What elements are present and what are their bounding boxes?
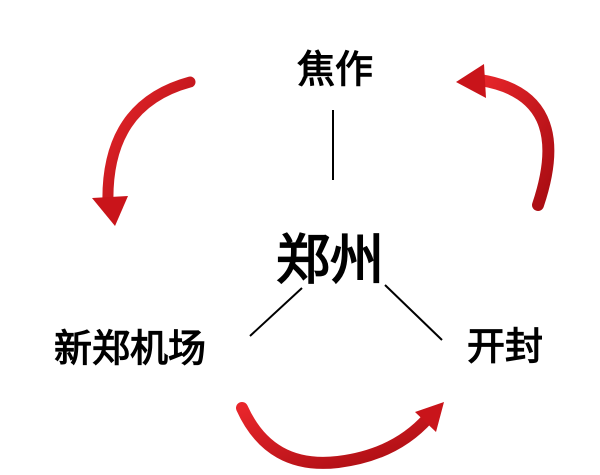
- node-right: 开封: [466, 324, 544, 369]
- cycle-arrow-bottom: [236, 402, 444, 469]
- node-left: 新郑机场: [53, 326, 207, 371]
- node-center: 郑州: [276, 228, 384, 292]
- connector-center-left: [249, 287, 303, 337]
- cycle-arrow-left: [92, 76, 196, 226]
- node-top: 焦作: [296, 47, 374, 92]
- connector-center-right: [384, 284, 443, 341]
- cycle-arrow-right: [456, 64, 555, 211]
